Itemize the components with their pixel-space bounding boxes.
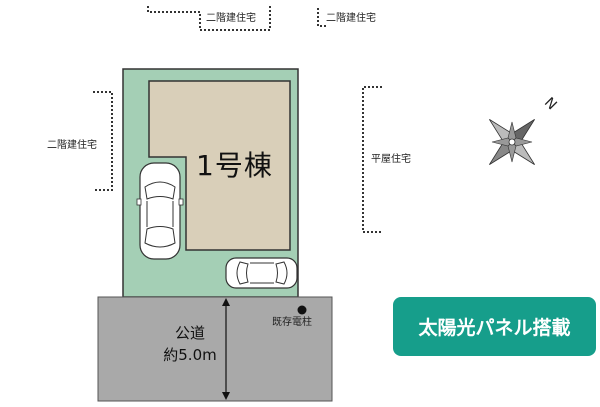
building-name: 1号棟 <box>196 149 273 182</box>
pole-label: 既存電柱 <box>272 317 312 328</box>
solar-panel-badge-text: 太陽光パネル搭載 <box>418 317 571 339</box>
neighbor-boundary-top-left <box>147 6 271 31</box>
neighbor-label-right: 平屋住宅 <box>371 154 411 165</box>
road-label-width: 約5.0m <box>163 346 217 364</box>
pole-marker <box>297 305 307 315</box>
neighbor-boundary-top-right <box>317 8 326 27</box>
road-width-dimension <box>222 298 230 400</box>
neighbor-label-top-right: 二階建住宅 <box>326 13 376 24</box>
compass-icon <box>489 119 535 165</box>
road-label: 公道 約5.0m <box>150 322 230 366</box>
neighbor-label-left: 二階建住宅 <box>47 140 97 151</box>
neighbor-boundary-right <box>362 86 382 233</box>
building-footprint <box>148 80 291 251</box>
neighbor-label-top-left: 二階建住宅 <box>206 13 256 24</box>
solar-panel-badge: 太陽光パネル搭載 <box>393 297 596 356</box>
neighbor-boundary-left <box>93 91 113 191</box>
parked-car-vertical <box>136 162 184 260</box>
road <box>97 296 333 402</box>
parked-car-horizontal <box>225 257 298 289</box>
road-label-type: 公道 <box>174 324 205 342</box>
